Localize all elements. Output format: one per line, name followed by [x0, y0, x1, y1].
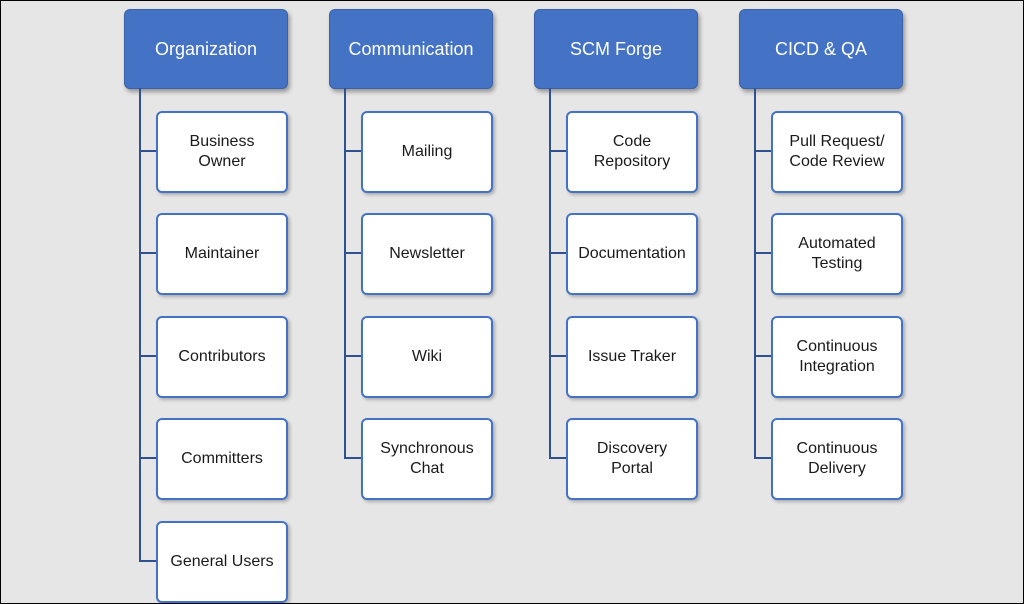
- node-contributors: Contributors: [156, 316, 288, 398]
- connector-branch: [139, 150, 157, 152]
- column-organization: Organization Business Owner Maintainer C…: [124, 1, 304, 603]
- connector-branch: [549, 252, 567, 254]
- node-documentation: Documentation: [566, 213, 698, 295]
- column-communication: Communication Mailing Newsletter Wiki Sy…: [329, 1, 509, 603]
- column-header-cicd-qa: CICD & QA: [739, 9, 903, 89]
- connector-branch: [549, 150, 567, 152]
- node-general-users: General Users: [156, 521, 288, 603]
- column-header-organization: Organization: [124, 9, 288, 89]
- connector-branch: [139, 355, 157, 357]
- column-cicd-qa: CICD & QA Pull Request/ Code Review Auto…: [739, 1, 919, 603]
- connector-branch: [139, 457, 157, 459]
- column-scm-forge: SCM Forge Code Repository Documentation …: [534, 1, 714, 603]
- node-continuous-integration: Continuous Integration: [771, 316, 903, 398]
- connector-branch: [754, 355, 772, 357]
- connector-trunk: [549, 88, 551, 458]
- connector-branch: [549, 355, 567, 357]
- node-business-owner: Business Owner: [156, 111, 288, 193]
- node-automated-testing: Automated Testing: [771, 213, 903, 295]
- node-maintainer: Maintainer: [156, 213, 288, 295]
- connector-branch: [754, 150, 772, 152]
- node-synchronous-chat: Synchronous Chat: [361, 418, 493, 500]
- node-newsletter: Newsletter: [361, 213, 493, 295]
- connector-branch: [754, 252, 772, 254]
- connector-branch: [344, 150, 362, 152]
- connector-trunk: [344, 88, 346, 458]
- connector-branch: [344, 252, 362, 254]
- node-issue-traker: Issue Traker: [566, 316, 698, 398]
- node-committers: Committers: [156, 418, 288, 500]
- node-mailing: Mailing: [361, 111, 493, 193]
- connector-trunk: [139, 88, 141, 561]
- node-continuous-delivery: Continuous Delivery: [771, 418, 903, 500]
- connector-branch: [139, 560, 157, 562]
- column-header-scm-forge: SCM Forge: [534, 9, 698, 89]
- connector-branch: [549, 457, 567, 459]
- node-wiki: Wiki: [361, 316, 493, 398]
- connector-branch: [344, 355, 362, 357]
- connector-branch: [139, 252, 157, 254]
- node-code-repository: Code Repository: [566, 111, 698, 193]
- node-discovery-portal: Discovery Portal: [566, 418, 698, 500]
- column-header-communication: Communication: [329, 9, 493, 89]
- node-pull-request-code-review: Pull Request/ Code Review: [771, 111, 903, 193]
- connector-trunk: [754, 88, 756, 458]
- connector-branch: [754, 457, 772, 459]
- connector-branch: [344, 457, 362, 459]
